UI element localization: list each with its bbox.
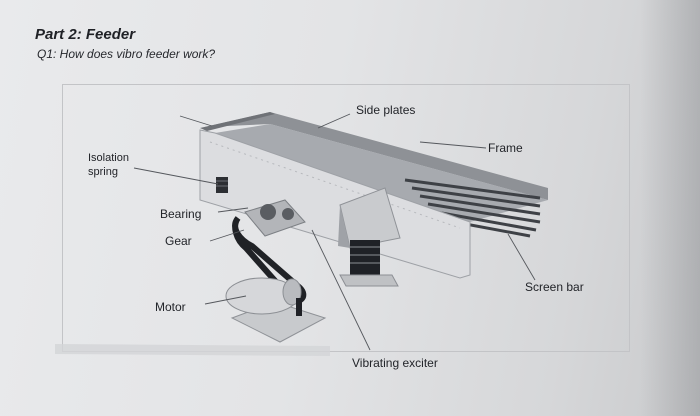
label-vibrating-exciter: Vibrating exciter (352, 356, 438, 370)
screen-bars (404, 178, 541, 238)
motor (225, 277, 327, 343)
isolation-spring-left (216, 177, 228, 193)
figure-border (62, 84, 630, 352)
isolation-spring-right (339, 240, 399, 287)
label-motor: Motor (155, 300, 186, 314)
trough-rim (200, 112, 275, 131)
question-text: Q1: How does vibro feeder work? (37, 47, 216, 61)
label-isolation-spring-line2: spring (88, 166, 118, 178)
front-side-plate (199, 129, 471, 279)
label-gear: Gear (165, 234, 192, 248)
label-screen-bar: Screen bar (525, 280, 584, 294)
page-shadow-edge (640, 0, 700, 416)
gear-housing (244, 199, 306, 237)
label-side-plates: Side plates (356, 103, 416, 117)
trough-floor (215, 124, 548, 222)
label-frame: Frame (488, 141, 523, 155)
section-heading: Part 2: Feeder (35, 26, 136, 43)
label-bearing: Bearing (160, 207, 202, 221)
label-isolation-spring-line1: Isolation (88, 152, 129, 164)
